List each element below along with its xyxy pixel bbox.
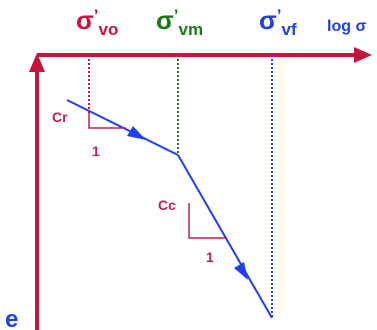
cr-ratio-label: 1	[92, 143, 100, 159]
sigma-vm-label: σ’vm	[156, 5, 203, 39]
log-sigma-label: log σ	[327, 18, 366, 35]
cc-label: Cc	[158, 197, 176, 213]
y-axis-arrow-icon	[29, 53, 45, 72]
x-axis-arrow-icon	[354, 47, 372, 63]
cr-label: Cr	[52, 109, 68, 125]
recompression-arrow-icon	[127, 126, 146, 140]
cc-slope-triangle	[188, 203, 227, 239]
virgin-compression-segment	[177, 154, 273, 319]
sigma-vf-label: σ’vf	[259, 5, 297, 39]
compression-arrow-icon	[234, 262, 248, 280]
cc-ratio-label: 1	[206, 249, 214, 265]
cr-slope-triangle	[88, 110, 126, 129]
e-axis-label: e	[5, 306, 18, 330]
sigma-vo-label: σ’vo	[76, 5, 118, 39]
